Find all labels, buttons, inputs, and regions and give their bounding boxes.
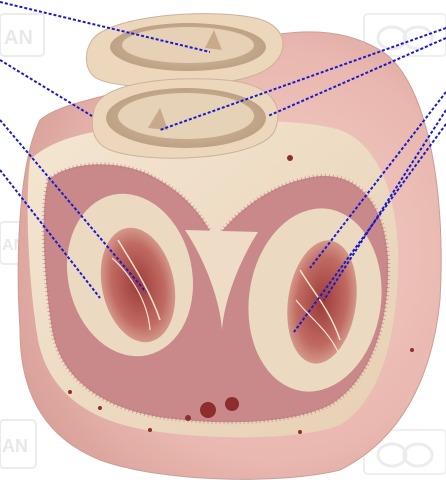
watermark-text: AN (2, 436, 28, 456)
lower-vessel (92, 79, 278, 158)
watermark-text: AN (4, 27, 33, 49)
